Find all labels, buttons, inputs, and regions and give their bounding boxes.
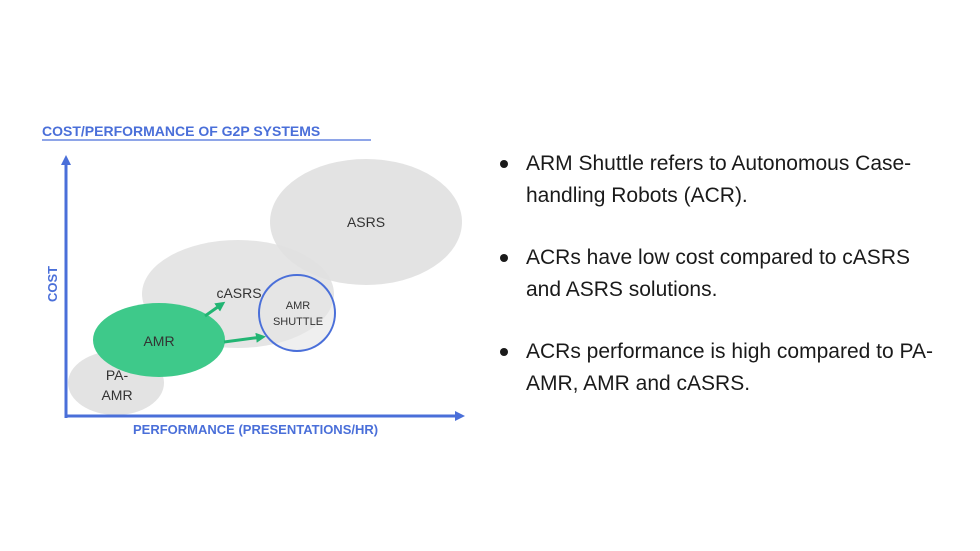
arrow-amr-to-shuttle — [223, 332, 266, 344]
amr-ellipse — [93, 303, 225, 377]
arrow-amr-to-casrs — [204, 301, 226, 318]
bullet-text: ARM Shuttle refers to Autonomous Case-ha… — [526, 152, 912, 207]
bullet-text: ACRs have low cost compared to cASRS and… — [526, 246, 910, 301]
bullet-item: ACRs have low cost compared to cASRS and… — [498, 242, 938, 306]
asrs-label: ASRS — [347, 214, 385, 230]
bullet-list: ARM Shuttle refers to Autonomous Case-ha… — [498, 148, 938, 430]
amr-label: AMR — [143, 333, 174, 349]
amr-shuttle-label-line2: SHUTTLE — [273, 316, 323, 328]
y-axis-label: COST — [45, 266, 60, 302]
diagram-title: COST/PERFORMANCE OF G2P SYSTEMS — [42, 123, 320, 139]
bullet-dot-icon — [500, 254, 508, 262]
x-axis-label: PERFORMANCE (PRESENTATIONS/HR) — [133, 422, 378, 437]
bullet-dot-icon — [500, 348, 508, 356]
g2p-cost-performance-diagram: COST/PERFORMANCE OF G2P SYSTEMS COST PER… — [42, 123, 465, 437]
pa-amr-label-line1: PA- — [106, 367, 129, 383]
bullet-text: ACRs performance is high compared to PA-… — [526, 340, 933, 395]
pa-amr-label-line2: AMR — [101, 387, 132, 403]
bullet-dot-icon — [500, 160, 508, 168]
amr-shuttle-circle — [258, 274, 336, 352]
amr-shuttle-label-line1: AMR — [286, 300, 311, 312]
bullet-item: ACRs performance is high compared to PA-… — [498, 336, 938, 400]
asrs-ellipse — [270, 159, 462, 285]
casrs-label: cASRS — [216, 285, 261, 301]
bullet-item: ARM Shuttle refers to Autonomous Case-ha… — [498, 148, 938, 212]
